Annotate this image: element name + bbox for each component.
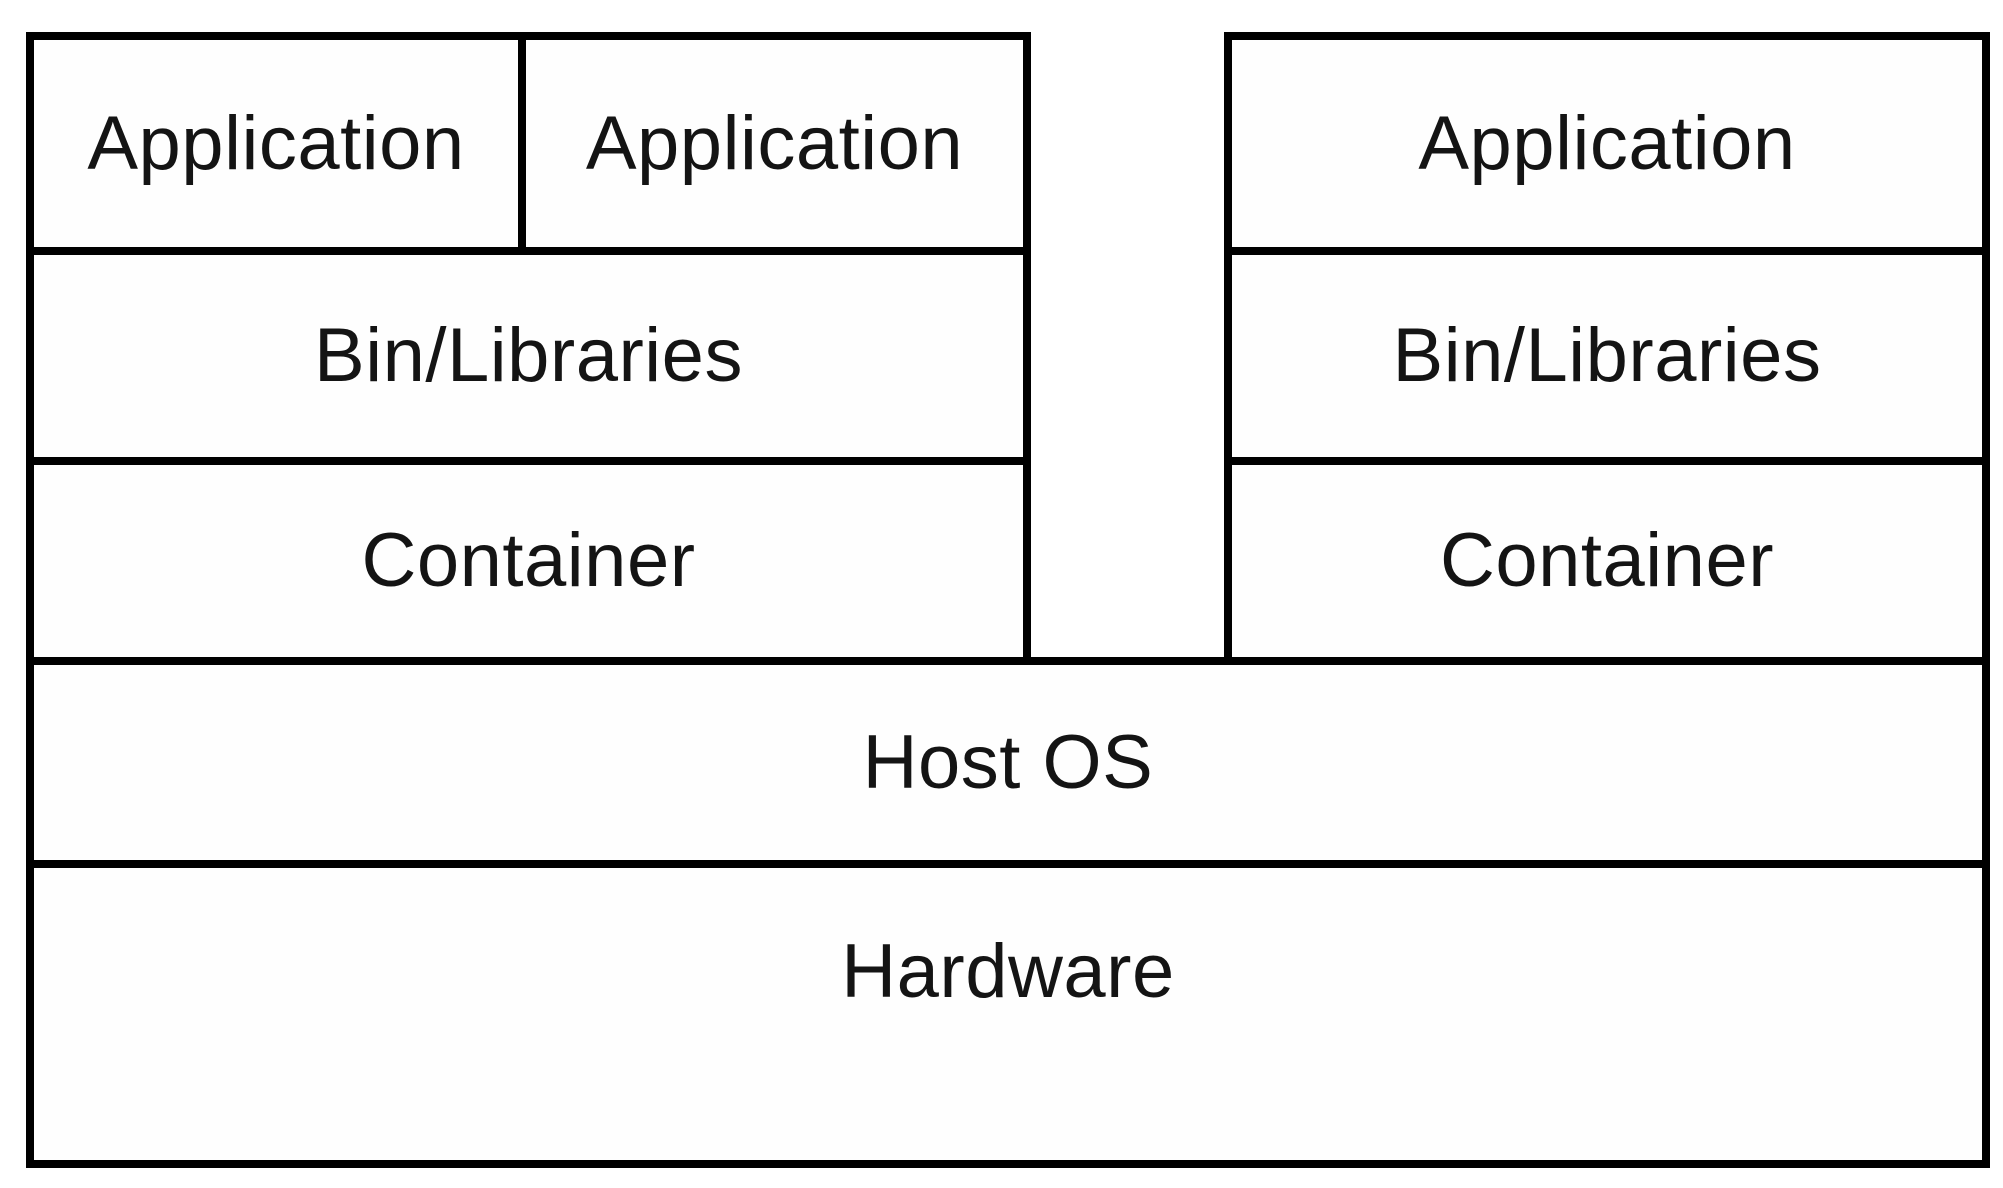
- application-label: Application: [1418, 100, 1796, 186]
- application-box-left-2: Application: [518, 32, 1031, 255]
- bin-libraries-label: Bin/Libraries: [314, 313, 743, 399]
- host-os-label: Host OS: [862, 719, 1154, 805]
- bin-libraries-box-left: Bin/Libraries: [26, 247, 1031, 465]
- container-label: Container: [361, 518, 696, 604]
- container-box-left: Container: [26, 457, 1031, 665]
- container-label: Container: [1439, 518, 1775, 604]
- hardware-box: Hardware: [26, 860, 1990, 1168]
- hardware-label: Hardware: [841, 929, 1175, 1014]
- application-box-left-1: Application: [26, 32, 526, 255]
- host-os-box: Host OS: [26, 657, 1990, 868]
- bin-libraries-box-right: Bin/Libraries: [1224, 247, 1990, 465]
- container-box-right: Container: [1224, 457, 1990, 665]
- application-label: Application: [585, 100, 964, 186]
- bin-libraries-label: Bin/Libraries: [1392, 313, 1822, 399]
- application-box-right: Application: [1224, 32, 1990, 255]
- application-label: Application: [87, 100, 465, 186]
